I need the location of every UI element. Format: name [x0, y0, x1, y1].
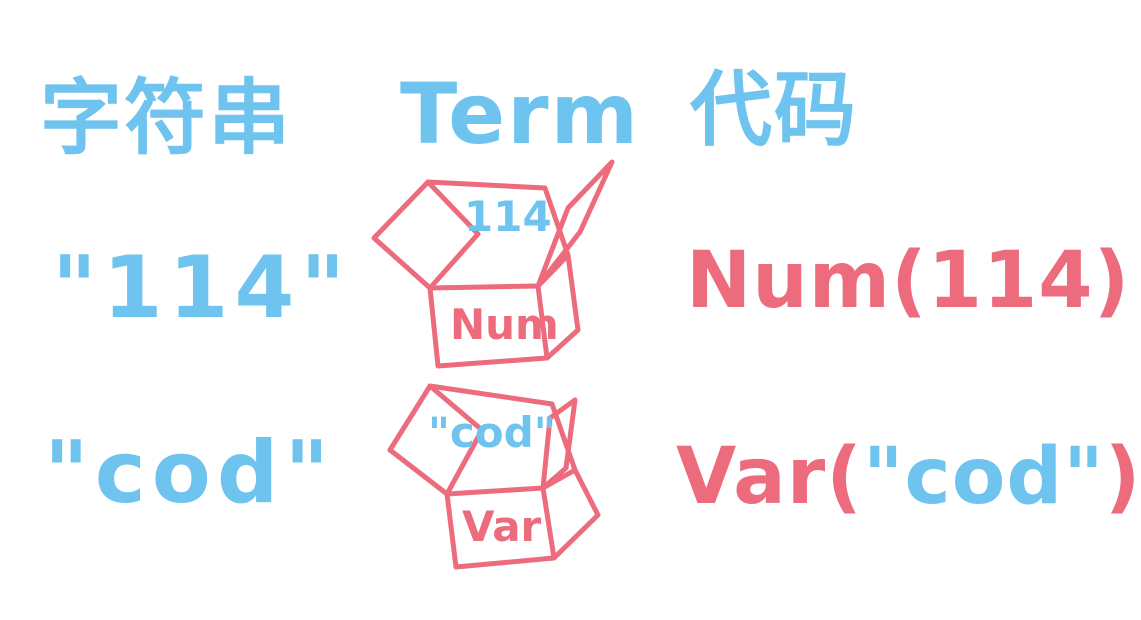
var-box-icon: [387, 383, 601, 570]
code-num-constructor: Num(: [686, 236, 928, 326]
var-box-label: Var: [462, 502, 542, 551]
code-var-constructor: Var(: [676, 432, 863, 522]
box-illustrations: [371, 159, 615, 570]
num-box-icon: [371, 159, 615, 369]
code-num-114: Num(114): [686, 242, 1130, 320]
header-code: 代码: [690, 63, 859, 158]
header-string: 字符串: [40, 71, 293, 166]
num-box-contents: 114: [464, 192, 552, 241]
diagram-canvas: 字符串 Term 代码: [40, 63, 1141, 570]
var-box-contents: "cod": [428, 408, 556, 457]
code-var-cod: Var("cod"): [676, 438, 1141, 516]
string-literal-114: "114": [52, 238, 352, 338]
code-var-argument: "cod": [862, 432, 1105, 522]
header-term: Term: [400, 65, 641, 163]
code-num-argument: 114: [927, 236, 1094, 326]
num-box-label: Num: [450, 300, 559, 349]
code-num-close: ): [1093, 236, 1131, 326]
string-literal-cod: "cod": [44, 423, 336, 523]
code-var-close: ): [1104, 432, 1141, 522]
